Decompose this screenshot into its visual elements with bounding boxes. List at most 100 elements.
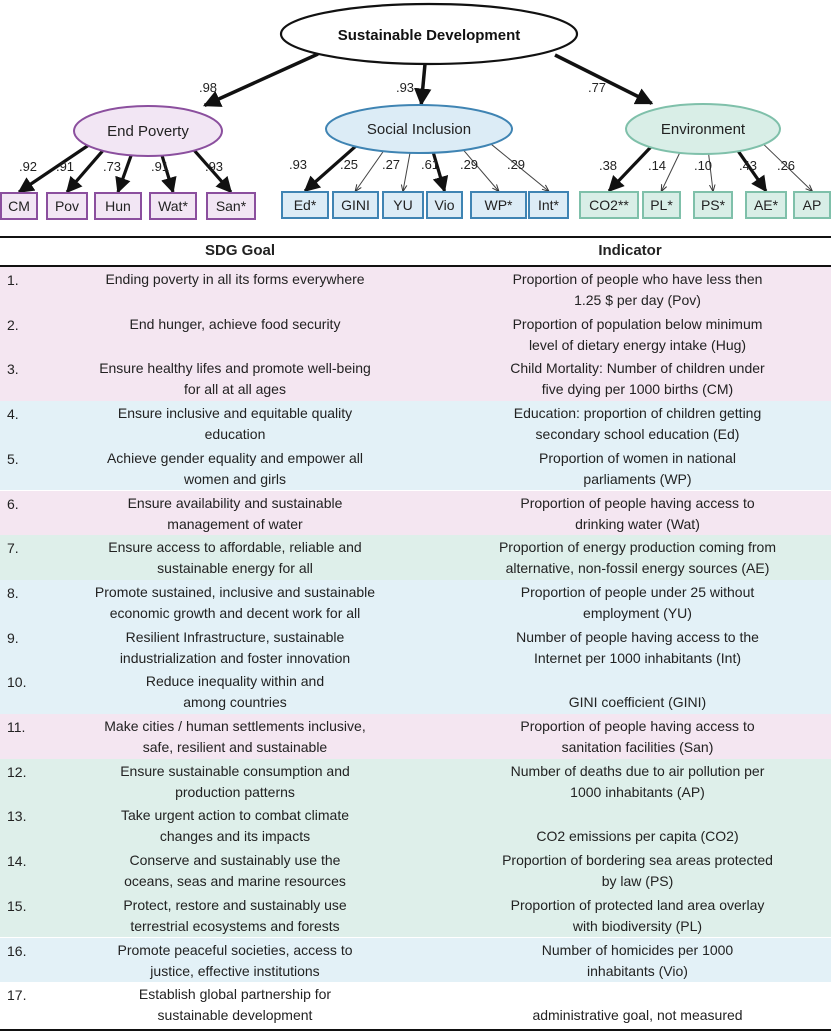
table-row: 15.Protect, restore and sustainably use … — [0, 892, 831, 938]
indicator-box — [693, 191, 733, 219]
row-indicator: Proportion of women in national parliame… — [539, 449, 736, 487]
row-indicator: Number of homicides per 1000 inhabitants… — [541, 941, 734, 979]
diagram-edges — [17, 52, 812, 194]
indicator-loading: .38 — [599, 158, 617, 173]
indicator-loading: .43 — [739, 158, 757, 173]
indicator-label: CM — [8, 198, 30, 214]
row-goal: Ensure inclusive and equitable quality e… — [117, 405, 353, 443]
indicator-label: CO2** — [589, 197, 629, 213]
row-number: 1. — [7, 272, 19, 288]
indicator-label: San* — [216, 198, 247, 214]
edge-poverty-0 — [17, 143, 90, 194]
row-number: 13. — [7, 808, 27, 825]
indicator-label: Pov — [55, 198, 79, 214]
indicator-box — [206, 192, 256, 220]
loading-poverty: .98 — [199, 80, 217, 95]
row-number: 9. — [7, 629, 19, 646]
row-indicator: Proportion of energy production coming f… — [498, 539, 777, 577]
row-goal: Establish global partnership for sustain… — [138, 986, 332, 1024]
row-goal: Achieve gender equality and empower all … — [106, 449, 364, 487]
row-number: 10. — [7, 674, 27, 691]
root-node — [279, 2, 579, 66]
edge-social-2 — [403, 151, 411, 191]
edge-environment-1 — [662, 151, 681, 191]
row-indicator: GINI coefficient (GINI) — [568, 694, 707, 711]
row-number: 6. — [7, 495, 19, 512]
indicator-box — [745, 191, 787, 219]
indicator-loading: .10 — [694, 158, 712, 173]
row-goal: Protect, restore and sustainably use ter… — [123, 896, 347, 934]
table-row: 13. Take urgent action to combat climate … — [0, 803, 831, 849]
row-goal: Ending poverty in all its forms everywhe… — [105, 271, 365, 287]
indicator-loading: .27 — [382, 157, 400, 172]
indicator-loading: .25 — [340, 157, 358, 172]
header-indicator: Indicator — [598, 242, 662, 259]
row-goal: Ensure access to affordable, reliable an… — [108, 539, 362, 577]
indicator-box — [528, 191, 569, 219]
row-number: 5. — [7, 450, 19, 467]
table-row: 4. Ensure inclusive and equitable quality… — [0, 401, 831, 446]
row-goal: End hunger, achieve food security — [129, 315, 341, 332]
row-indicator: Child Mortality: Number of children unde… — [510, 360, 765, 398]
indicator-box — [470, 191, 527, 219]
row-number: 12. — [7, 763, 27, 780]
row-goal: Take urgent action to combat climate cha… — [120, 807, 349, 845]
factor-environment — [625, 103, 781, 155]
row-indicator: Proportion of people under 25 without em… — [520, 583, 755, 621]
indicator-loading: .91 — [56, 159, 74, 174]
indicator-box — [0, 192, 38, 220]
table-top-rule — [0, 236, 831, 238]
edge-environment-0 — [607, 145, 653, 193]
indicator-loading: .14 — [648, 158, 666, 173]
indicator-box — [793, 191, 831, 219]
row-number: 8. — [7, 584, 19, 601]
indicator-loading: .61 — [421, 157, 439, 172]
indicator-box — [46, 192, 88, 220]
table-row: 7.Ensure access to affordable, reliable … — [0, 535, 831, 580]
indicator-label: GINI — [341, 197, 370, 213]
factor-poverty — [73, 105, 223, 157]
edge-social-5 — [489, 143, 548, 191]
indicator-loading: .73 — [103, 159, 121, 174]
indicator-label: WP* — [485, 197, 514, 213]
factor-social — [325, 104, 513, 154]
edge-root-poverty — [203, 52, 319, 107]
row-goal: Ensure healthy lifes and promote well-be… — [99, 360, 371, 398]
row-number: 2. — [7, 316, 19, 333]
table-row: 5. Achieve gender equality and empower al… — [0, 445, 831, 491]
table-row: 8. Promote sustained, inclusive and susta… — [0, 579, 831, 625]
row-indicator: Proportion of people having access to sa… — [520, 718, 755, 755]
table-row: 3.Ensure healthy lifes and promote well-… — [0, 356, 831, 402]
row-goal: Ensure availability and sustainable mana… — [127, 494, 343, 532]
root-node-label: Sustainable Development — [338, 27, 521, 44]
edge-poverty-1 — [65, 148, 105, 194]
indicator-box — [642, 191, 681, 219]
table-header: SDG Goal Indicator — [0, 240, 831, 264]
indicator-loading: .26 — [777, 158, 795, 173]
factor-social-label: Social Inclusion — [367, 121, 471, 138]
indicator-label: Hun — [105, 198, 131, 214]
row-goal: Promote peaceful societies, access to ju… — [117, 941, 353, 979]
row-number: 11. — [7, 719, 26, 735]
indicator-box — [579, 191, 639, 219]
factor-environment-label: Environment — [661, 121, 746, 138]
row-number: 14. — [7, 853, 27, 870]
edge-social-0 — [303, 144, 358, 193]
loading-social: .93 — [396, 80, 414, 95]
edge-environment-3 — [736, 149, 768, 193]
table-row: 10. Reduce inequality within and among co… — [0, 669, 831, 714]
row-goal: Promote sustained, inclusive and sustain… — [94, 583, 376, 621]
edge-social-1 — [356, 149, 385, 191]
row-indicator: Proportion of bordering sea areas protec… — [502, 852, 773, 890]
row-goal: Reduce inequality within and among count… — [145, 673, 325, 711]
indicator-label: Vio — [435, 197, 455, 213]
edge-poverty-4 — [192, 148, 233, 194]
table-row: 12.Ensure sustainable consumption and pr… — [0, 758, 831, 804]
indicator-box — [281, 191, 329, 219]
row-goal: Conserve and sustainably use the oceans,… — [124, 852, 346, 890]
table-row: 17.Establish global partnership for sust… — [0, 982, 831, 1027]
edge-poverty-3 — [160, 154, 177, 194]
row-number: 4. — [7, 406, 19, 423]
